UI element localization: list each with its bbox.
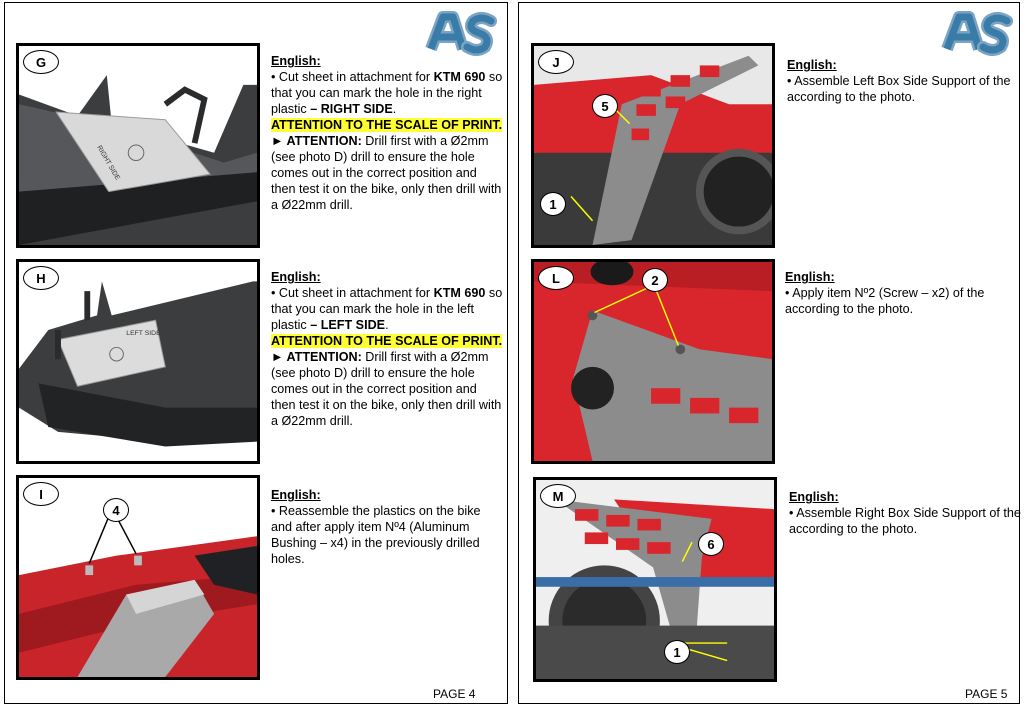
photo-h: LEFT SIDE H (16, 259, 260, 464)
photo-l: L 2 (531, 259, 775, 464)
heading: English: (271, 488, 321, 502)
step-letter-l: L (538, 266, 574, 290)
heading: English: (271, 54, 321, 68)
as-logo-icon (941, 11, 1013, 56)
step-h-text: English: • Cut sheet in attachment for K… (271, 270, 503, 428)
photo-g: RIGHT SIDE G (16, 43, 260, 248)
callout-4: 4 (103, 498, 129, 522)
heading: English: (787, 58, 837, 72)
step-l-text: English: • Apply item Nº2 (Screw – x2) o… (785, 269, 1017, 317)
callout-5: 5 (592, 94, 618, 118)
step-letter-i: I (23, 482, 59, 506)
step-letter-h: H (23, 266, 59, 290)
scale-warning: ATTENTION TO THE SCALE OF PRINT. (271, 118, 503, 132)
right-plastic-image: RIGHT SIDE (19, 46, 257, 245)
callout-1: 1 (664, 640, 690, 664)
photo-m: M 6 1 (533, 477, 777, 682)
step-j-text: English: • Assemble Left Box Side Suppor… (787, 57, 1019, 105)
photo-i: I 4 (16, 475, 260, 680)
left-plastic-image: LEFT SIDE (19, 262, 257, 461)
step-letter-g: G (23, 50, 59, 74)
page-5: J 5 1 English: • Assemble Left Box Side … (518, 2, 1021, 704)
sheet-label: LEFT SIDE (126, 330, 161, 337)
callout-2: 2 (642, 268, 668, 292)
as-logo-icon (425, 11, 497, 56)
page-4: RIGHT SIDE G English: • Cut sheet in att… (4, 2, 508, 704)
scale-warning: ATTENTION TO THE SCALE OF PRINT. (271, 334, 503, 348)
left-support-image (534, 46, 772, 245)
page-number: PAGE 5 (965, 687, 1008, 701)
step-letter-j: J (538, 50, 574, 74)
step-letter-m: M (540, 484, 576, 508)
step-m-text: English: • Assemble Right Box Side Suppo… (789, 490, 1021, 536)
step-i-text: English: • Reassemble the plastics on th… (271, 487, 503, 567)
right-support-image (536, 480, 774, 679)
callout-6: 6 (698, 532, 724, 556)
heading: English: (271, 270, 321, 284)
callout-1: 1 (540, 192, 566, 216)
photo-j: J 5 1 (531, 43, 775, 248)
step-g-text: English: • Cut sheet in attachment for K… (271, 54, 503, 212)
heading: English: (789, 490, 839, 504)
bushing-install-image (19, 478, 257, 677)
page-number: PAGE 4 (433, 687, 476, 701)
screw-install-image (534, 262, 772, 461)
heading: English: (785, 270, 835, 284)
